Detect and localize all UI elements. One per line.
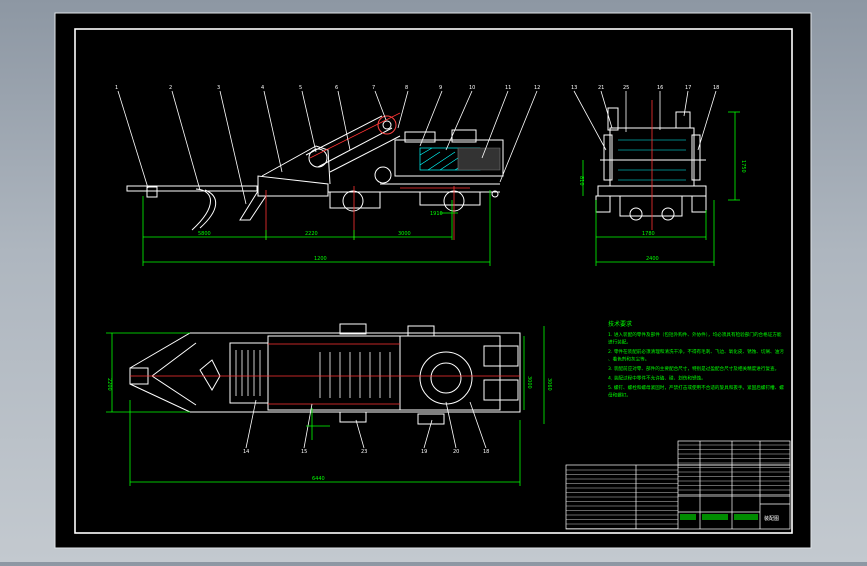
side-leader-line <box>117 90 149 189</box>
note-line: 3. 装配前应对零、部件的主要配合尺寸，特别是过盈配合尺寸及相关精度进行复查。 <box>608 365 779 372</box>
title-block-label: 装配图 <box>764 515 779 522</box>
front-dimension: 1780 <box>642 231 655 237</box>
front-leader-line <box>697 90 717 151</box>
side-leader-line <box>499 90 538 183</box>
side-view-leaders <box>117 90 538 205</box>
front-part-label: 18 <box>713 85 719 91</box>
front-leader-line <box>573 90 607 151</box>
front-part-label: 17 <box>685 85 691 91</box>
side-leader-line <box>419 90 443 147</box>
side-leader-line <box>301 90 317 153</box>
plan-view-chains <box>130 343 520 405</box>
side-leader-line <box>374 90 387 121</box>
front-view-leaders <box>573 90 717 151</box>
side-dimension: 2220 <box>305 231 318 237</box>
plan-view-dimensions <box>106 326 545 486</box>
side-view-dimensions <box>142 190 491 266</box>
side-part-label: 8 <box>405 85 408 91</box>
side-dimension: 5800 <box>198 231 211 237</box>
side-dimension: 3000 <box>398 231 411 237</box>
front-leader-line <box>683 90 689 117</box>
plan-dimension: 3060 <box>546 378 552 391</box>
plan-part-label: 14 <box>243 449 249 455</box>
side-leader-line <box>445 90 473 151</box>
title-block-rows <box>566 444 790 529</box>
side-part-label: 1 <box>115 85 118 91</box>
drawing-sheet <box>54 12 812 549</box>
side-part-label: 7 <box>372 85 375 91</box>
side-part-label: 12 <box>534 85 540 91</box>
side-part-label: 5 <box>299 85 302 91</box>
notes-lines: 1. 进入装配的零件及部件（包括外购件、外协件），均必须具有检验部门的合格证方能… <box>608 331 784 399</box>
front-part-label: 25 <box>623 85 629 91</box>
side-leader-line <box>219 90 247 205</box>
front-leader-line <box>600 90 613 129</box>
front-dimension: 1750 <box>740 160 746 173</box>
notes-title: 技术要求 <box>608 320 632 328</box>
side-leader-line <box>171 90 201 191</box>
side-dimension: 1910 <box>430 211 443 217</box>
front-view <box>595 107 707 221</box>
plan-leader-line <box>423 419 433 449</box>
side-part-label: 11 <box>505 85 511 91</box>
side-part-label: 2 <box>169 85 172 91</box>
plan-part-label: 23 <box>361 449 367 455</box>
plan-dimension: 2200 <box>106 378 112 391</box>
plan-part-label: 19 <box>421 449 427 455</box>
technical-notes: 技术要求 1. 进入装配的零件及部件（包括外购件、外协件），均必须具有检验部门的… <box>608 320 784 399</box>
side-view <box>126 115 504 231</box>
side-leader-line <box>397 90 409 129</box>
title-block-fills <box>680 514 758 520</box>
plan-part-label: 15 <box>301 449 307 455</box>
front-part-label: 16 <box>657 85 663 91</box>
front-part-label: 21 <box>598 85 604 91</box>
drawing-border <box>74 28 793 534</box>
plan-view-slats <box>235 350 391 398</box>
side-dimension: 1200 <box>314 256 327 262</box>
front-view-dimensions <box>582 111 740 266</box>
side-part-label: 10 <box>469 85 475 91</box>
plan-part-label: 20 <box>453 449 459 455</box>
side-view-hatch-2 <box>457 147 501 171</box>
note-line: 4. 装配过程中零件不允许磕、碰、划伤和锈蚀。 <box>608 375 706 382</box>
plan-leader-line <box>469 401 487 449</box>
plan-part-label: 18 <box>483 449 489 455</box>
plan-leader-line <box>355 419 365 449</box>
side-part-label: 9 <box>439 85 442 91</box>
front-dimension: 2400 <box>646 256 659 262</box>
plan-dimension: 6440 <box>312 476 325 482</box>
side-leader-line <box>481 90 509 159</box>
plan-dimension: 3000 <box>526 376 532 389</box>
plan-leader-line <box>245 399 257 449</box>
note-line: 5. 螺钉、螺栓和螺母紧固时，严禁打击或使用不合适的旋具和扳手。紧固后螺钉槽、螺… <box>608 384 784 399</box>
side-leader-line <box>263 90 283 173</box>
note-line: 2. 零件在装配前必须清理和清洗干净，不得有毛刺、飞边、氧化皮、锈蚀、切屑、油污… <box>608 348 784 363</box>
front-dimension: 810 <box>578 176 584 186</box>
side-part-label: 4 <box>261 85 264 91</box>
side-leader-line <box>337 90 351 151</box>
note-line: 1. 进入装配的零件及部件（包括外购件、外协件），均必须具有检验部门的合格证方能… <box>608 331 782 346</box>
side-part-label: 6 <box>335 85 338 91</box>
front-part-label: 13 <box>571 85 577 91</box>
plan-leader-line <box>445 401 457 449</box>
side-part-label: 3 <box>217 85 220 91</box>
